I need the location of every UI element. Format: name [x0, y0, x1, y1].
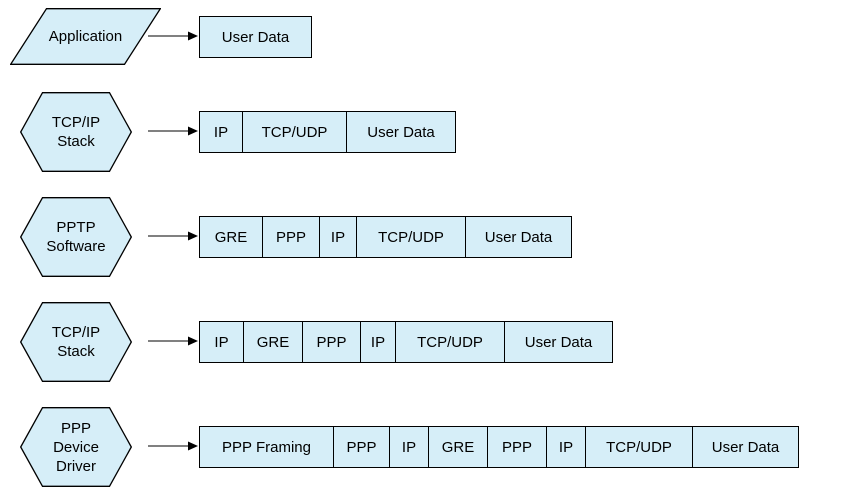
packet-cell-ppp-device-driver-0: PPP Framing: [199, 426, 334, 468]
packet-cell-tcpip-stack-2-3: IP: [360, 321, 396, 363]
packet-cell-ppp-device-driver-1: PPP: [333, 426, 390, 468]
packet-cell-pptp-software-4: User Data: [465, 216, 572, 258]
packet-cell-tcpip-stack-1-2: User Data: [346, 111, 456, 153]
packet-cell-ppp-device-driver-5: IP: [546, 426, 586, 468]
packet-cell-ppp-device-driver-7: User Data: [692, 426, 799, 468]
application-packet-bar: User Data: [199, 16, 312, 58]
packet-cell-ppp-device-driver-6: TCP/UDP: [585, 426, 693, 468]
packet-cell-tcpip-stack-2-4: TCP/UDP: [395, 321, 505, 363]
packet-cell-tcpip-stack-2-5: User Data: [504, 321, 613, 363]
right-arrow-icon: [148, 334, 198, 352]
packet-cell-ppp-device-driver-4: PPP: [487, 426, 547, 468]
packet-cell-ppp-device-driver-2: IP: [389, 426, 429, 468]
packet-cell-tcpip-stack-2-1: GRE: [243, 321, 303, 363]
packet-cell-tcpip-stack-1-1: TCP/UDP: [242, 111, 347, 153]
packet-cell-pptp-software-0: GRE: [199, 216, 263, 258]
right-arrow-icon: [148, 29, 198, 47]
packet-cell-tcpip-stack-2-0: IP: [199, 321, 244, 363]
packet-cell-application-0: User Data: [199, 16, 312, 58]
packet-cell-pptp-software-2: IP: [319, 216, 357, 258]
packet-cell-pptp-software-1: PPP: [262, 216, 320, 258]
packet-cell-tcpip-stack-2-2: PPP: [302, 321, 361, 363]
packet-cell-ppp-device-driver-3: GRE: [428, 426, 488, 468]
right-arrow-icon: [148, 439, 198, 457]
packet-cell-tcpip-stack-1-0: IP: [199, 111, 243, 153]
right-arrow-icon: [148, 229, 198, 247]
packet-cell-pptp-software-3: TCP/UDP: [356, 216, 466, 258]
right-arrow-icon: [148, 124, 198, 142]
